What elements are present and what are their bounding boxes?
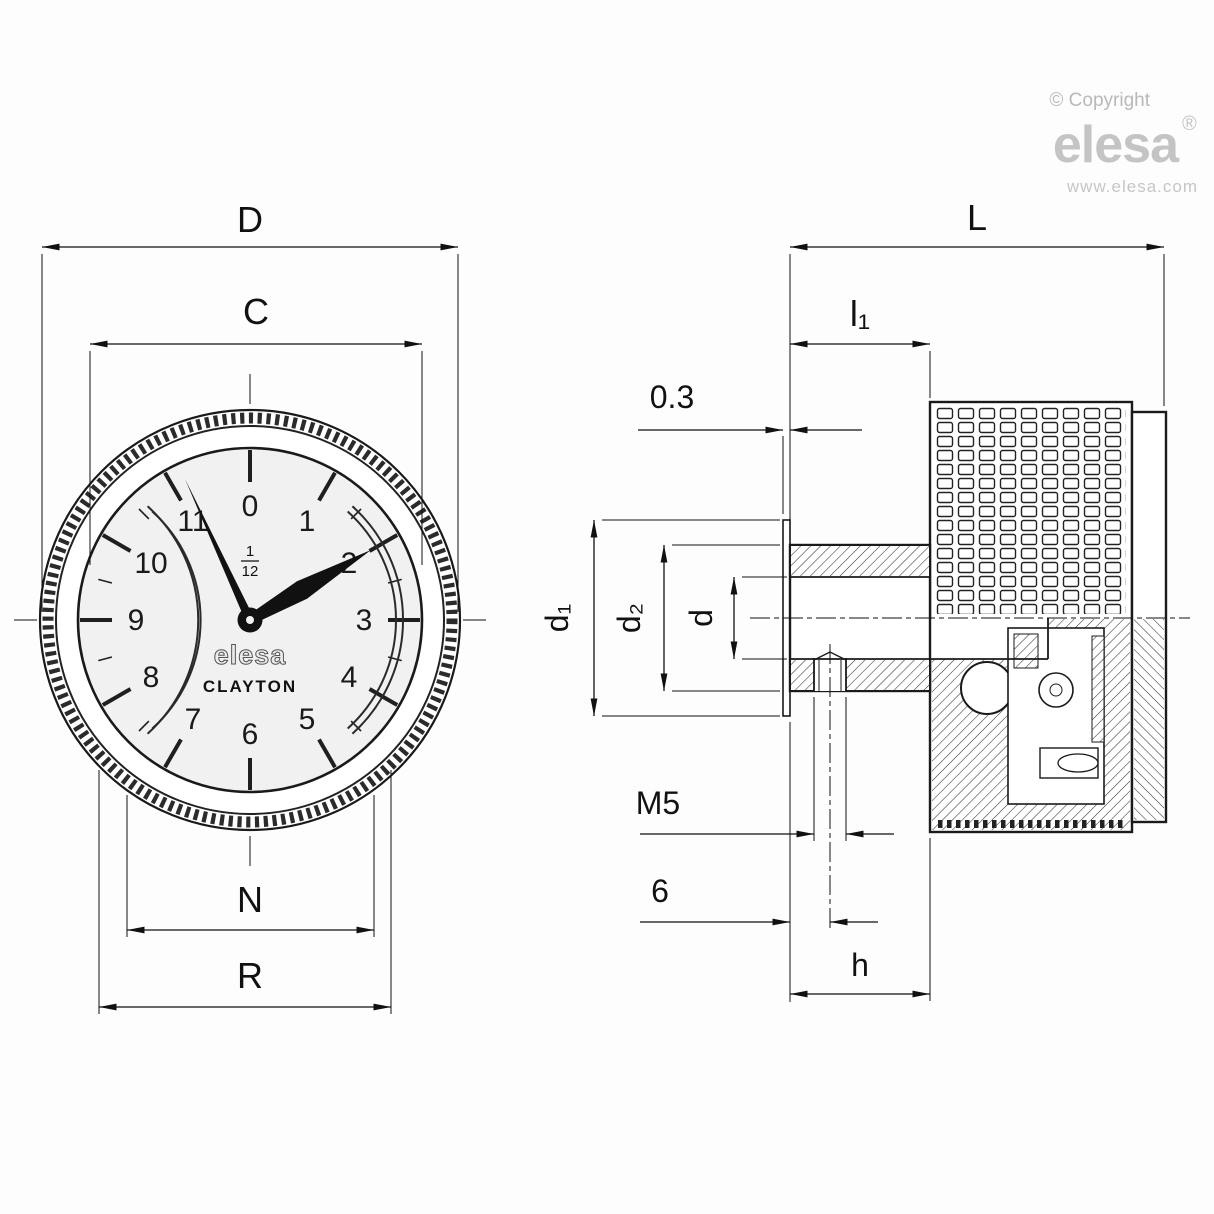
front-view: 0 1 2 3 4 5 6 7 8 9 10 11 1 12 (14, 199, 486, 1014)
dim-label-d: d (683, 609, 719, 627)
dial-number-8: 8 (143, 661, 160, 694)
dimension-C: C (89, 291, 423, 565)
bore-lines (790, 576, 1049, 660)
fraction-denominator: 12 (242, 563, 259, 580)
dial-pointers (185, 479, 371, 633)
screw-head (1057, 753, 1099, 773)
dim-label-N: N (237, 879, 263, 920)
side-view: L l₁ 0.3 d₁ d₂ (539, 197, 1190, 1002)
pointer-long (185, 479, 255, 622)
dimension-0-3: 0.3 (638, 379, 862, 514)
dim-label-h: h (851, 947, 869, 983)
copyright-block: © Copyright elesa ® www.elesa.com (1049, 90, 1198, 196)
dial-number-7: 7 (185, 703, 202, 736)
dial-number-5: 5 (299, 703, 316, 736)
dimension-M5: M5 (636, 697, 894, 841)
dial-number-4: 4 (341, 661, 358, 694)
dim-label-0-3: 0.3 (650, 379, 694, 415)
pointer-short (247, 550, 371, 625)
dial-number-3: 3 (356, 604, 373, 637)
dim-label-R: R (237, 955, 263, 996)
centerlines (750, 617, 1190, 929)
end-cap-section (1130, 410, 1168, 824)
dimension-R: R (98, 770, 392, 1014)
dimension-6: 6 (640, 722, 878, 1002)
dial-brand-text: elesa (214, 640, 287, 670)
dimension-d1: d₁ (539, 519, 780, 717)
dim-label-l1: l₁ (850, 293, 870, 334)
registered-mark: ® (1182, 113, 1197, 135)
drive-ball (960, 661, 1014, 715)
dial-number-6: 6 (242, 718, 259, 751)
dial-number-0: 0 (242, 490, 259, 523)
dimension-L: L (789, 197, 1165, 540)
dial-model-text: CLAYTON (203, 677, 297, 696)
dim-label-L: L (967, 197, 987, 238)
dimension-d: d (683, 576, 787, 660)
dim-label-d1: d₁ (539, 604, 575, 633)
dimension-h: h (790, 838, 931, 1001)
dim-label-D: D (237, 199, 263, 240)
brand-logo: elesa (1053, 116, 1180, 174)
pointer-hub-center (246, 616, 254, 624)
indicator-mechanism (931, 619, 1105, 805)
dimension-l1: l₁ (790, 293, 931, 398)
dim-label-6: 6 (651, 873, 669, 909)
dial-numbers: 0 1 2 3 4 5 6 7 8 9 10 11 (128, 490, 373, 751)
dim-label-d2: d₂ (611, 603, 647, 633)
dial-number-1: 1 (299, 505, 316, 538)
dial-number-10: 10 (134, 547, 167, 580)
dimension-d2: d₂ (611, 544, 780, 692)
copyright-label: © Copyright (1049, 90, 1150, 111)
dim-label-C: C (243, 291, 269, 332)
dimension-N: N (126, 795, 375, 937)
fraction-numerator: 1 (246, 543, 254, 560)
dim-label-M5: M5 (636, 785, 680, 821)
dimension-D: D (41, 199, 459, 612)
dial-ticks (80, 450, 420, 790)
dial-scale-arcs (146, 505, 404, 735)
website-url: www.elesa.com (1066, 177, 1198, 196)
knurl-texture (936, 407, 1126, 614)
dial-face: 0 1 2 3 4 5 6 7 8 9 10 11 1 12 (76, 446, 424, 794)
gear-ratio-fraction: 1 12 (241, 543, 259, 580)
dial-number-9: 9 (128, 604, 145, 637)
